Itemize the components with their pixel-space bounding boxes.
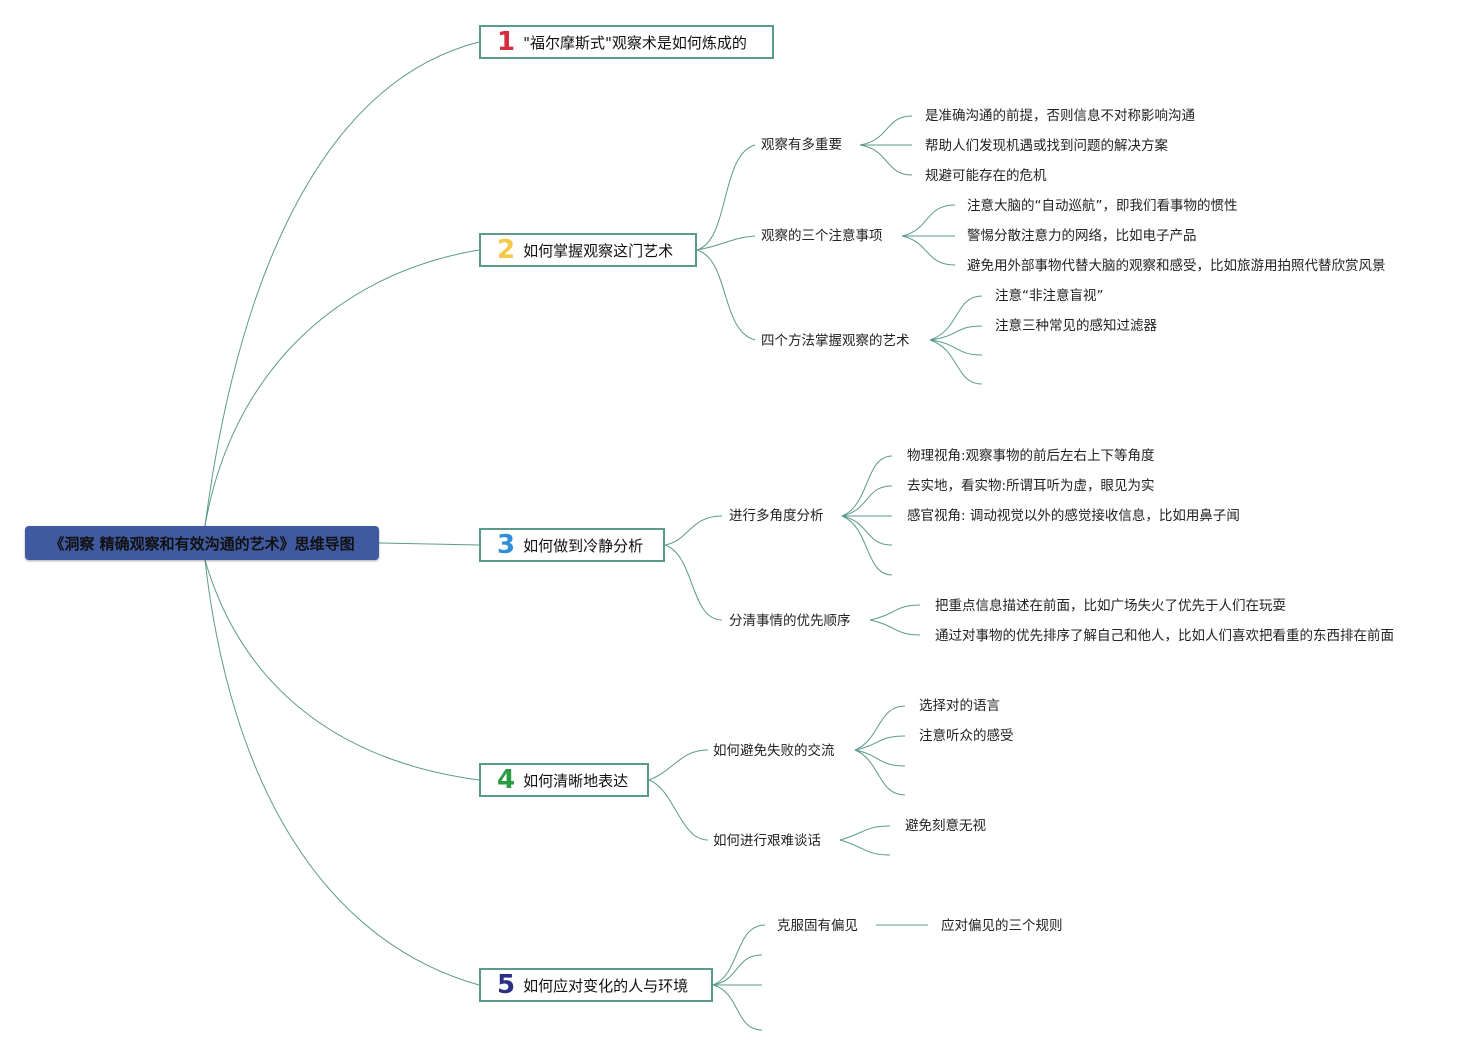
branch-3-label: 如何做到冷静分析: [523, 536, 644, 555]
root-topic-label: 《洞察 精确观察和有效沟通的艺术》思维导图: [49, 534, 355, 553]
branch-number-5: 5: [497, 970, 516, 1000]
leaf-2-1-2[interactable]: 帮助人们发现机遇或找到问题的解决方案: [925, 138, 1168, 154]
connector-root-b1: [204, 41, 480, 527]
leaf-2-3-1[interactable]: 注意“非注意盲视”: [995, 288, 1104, 304]
leaf-3-2-2[interactable]: 通过对事物的优先排序了解自己和他人，比如人们喜欢把看重的东西排在前面: [935, 628, 1394, 644]
branch-5-label: 如何应对变化的人与环境: [523, 976, 689, 995]
subtopic-3-2[interactable]: 分清事情的优先顺序: [729, 613, 851, 629]
connector-b2-s3: [696, 249, 756, 341]
connector-root-b4: [204, 559, 480, 781]
subtopic-3-1[interactable]: 进行多角度分析: [729, 508, 824, 524]
leaf-2-2-3[interactable]: 避免用外部事物代替大脑的观察和感受，比如旅游用拍照代替欣赏风景: [967, 258, 1386, 274]
branch-number-4: 4: [497, 765, 516, 795]
connector-b4-s1: [648, 749, 709, 781]
leaf-4-2-1[interactable]: 避免刻意无视: [905, 818, 986, 834]
connector-b2-s2: [696, 235, 756, 251]
leaf-4-1-1[interactable]: 选择对的语言: [919, 698, 1000, 714]
branch-3[interactable]: 3 如何做到冷静分析: [479, 528, 665, 562]
branch-1[interactable]: 1 "福尔摩斯式"观察术是如何炼成的: [479, 25, 774, 59]
branch-number-1: 1: [497, 27, 516, 57]
branch-2[interactable]: 2 如何掌握观察这门艺术: [479, 233, 697, 267]
leaf-2-1-1[interactable]: 是准确沟通的前提，否则信息不对称影响沟通: [925, 108, 1195, 124]
root-topic[interactable]: 《洞察 精确观察和有效沟通的艺术》思维导图: [25, 526, 379, 560]
subtopic-2-2[interactable]: 观察的三个注意事项: [761, 228, 883, 244]
leaf-4-1-2[interactable]: 注意听众的感受: [919, 728, 1014, 744]
subtopic-4-1[interactable]: 如何避免失败的交流: [713, 743, 835, 759]
connector-root-b5: [204, 559, 480, 986]
leaf-2-1-3[interactable]: 规避可能存在的危机: [925, 168, 1047, 184]
branch-4-label: 如何清晰地表达: [523, 771, 629, 790]
leaf-3-1-3[interactable]: 感官视角: 调动视觉以外的感觉接收信息，比如用鼻子闻: [907, 508, 1240, 524]
branch-2-label: 如何掌握观察这门艺术: [523, 241, 674, 260]
subtopic-2-3[interactable]: 四个方法掌握观察的艺术: [761, 333, 910, 349]
connector-root-b3: [378, 542, 480, 546]
branch-number-2: 2: [497, 235, 516, 265]
leaf-3-1-2[interactable]: 去实地，看实物:所谓耳听为虚，眼见为实: [907, 478, 1155, 494]
leaf-3-1-1[interactable]: 物理视角:观察事物的前后左右上下等角度: [907, 448, 1155, 464]
branch-4[interactable]: 4 如何清晰地表达: [479, 763, 649, 797]
subtopic-4-2[interactable]: 如何进行艰难谈话: [713, 833, 821, 849]
leaf-2-3-2[interactable]: 注意三种常见的感知过滤器: [995, 318, 1157, 334]
connector-b3-s1: [664, 515, 723, 546]
leaf-2-2-1[interactable]: 注意大脑的“自动巡航”，即我们看事物的惯性: [967, 198, 1238, 214]
connector-b2-s1: [696, 144, 756, 251]
connector-b3-s2: [664, 544, 723, 621]
connector-root-b2: [204, 249, 480, 527]
connector-b5-s1: [712, 924, 766, 986]
leaf-5-1-1[interactable]: 应对偏见的三个规则: [941, 918, 1063, 934]
branch-number-3: 3: [497, 530, 516, 560]
branch-1-label: "福尔摩斯式"观察术是如何炼成的: [523, 33, 747, 52]
leaf-3-2-1[interactable]: 把重点信息描述在前面，比如广场失火了优先于人们在玩耍: [935, 598, 1286, 614]
branch-5[interactable]: 5 如何应对变化的人与环境: [479, 968, 713, 1002]
connector-b4-s2: [648, 779, 709, 841]
subtopic-5-1[interactable]: 克服固有偏见: [777, 918, 858, 934]
subtopic-2-1[interactable]: 观察有多重要: [761, 137, 842, 153]
leaf-2-2-2[interactable]: 警惕分散注意力的网络，比如电子产品: [967, 228, 1197, 244]
